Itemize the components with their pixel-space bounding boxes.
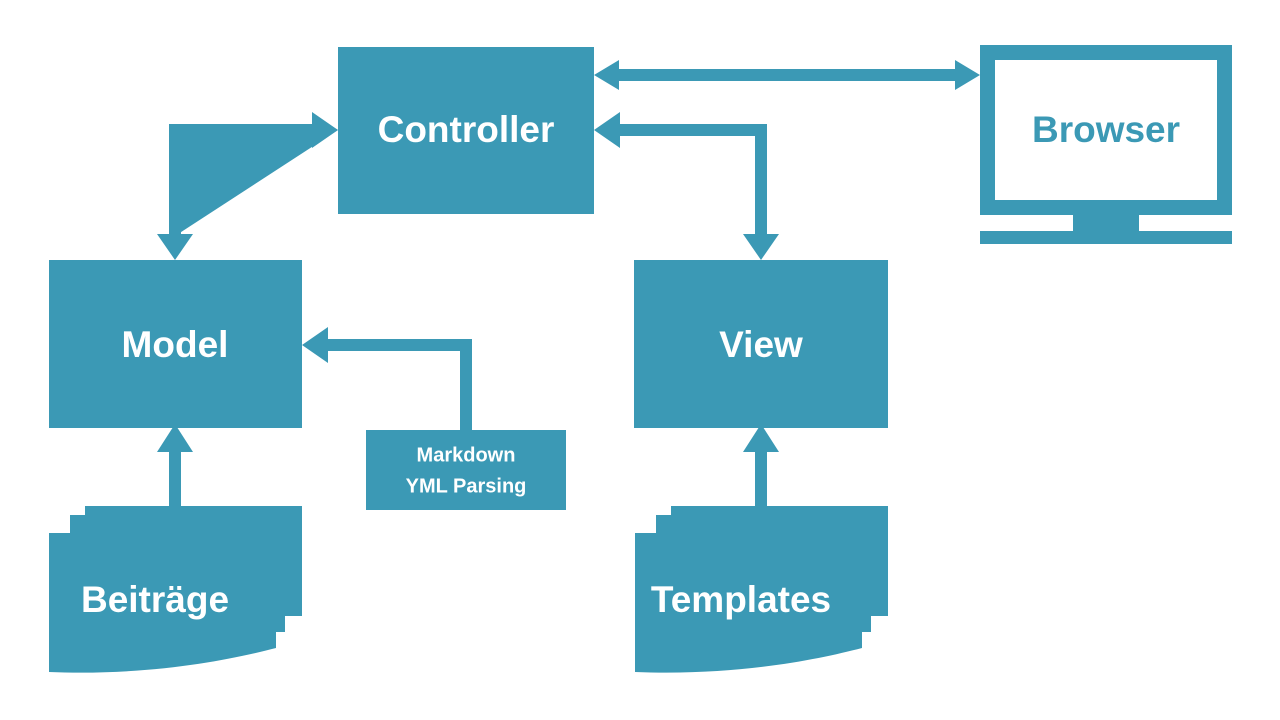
connector-beitraege-model — [157, 424, 193, 520]
parsing-label-line2: YML Parsing — [406, 475, 527, 497]
parsing-box[interactable] — [366, 430, 566, 510]
view-label: View — [719, 324, 803, 365]
browser-screen — [995, 60, 1217, 200]
node-templates[interactable]: Templates — [635, 506, 888, 673]
connector-view-controller — [594, 112, 779, 260]
beitraege-shape[interactable] — [49, 506, 302, 673]
connector-controller-model — [157, 112, 338, 260]
templates-shape[interactable] — [635, 506, 888, 673]
model-label: Model — [122, 324, 229, 365]
node-model[interactable]: Model — [49, 260, 302, 428]
controller-label: Controller — [378, 109, 555, 150]
templates-label: Templates — [651, 579, 831, 620]
node-view[interactable]: View — [634, 260, 888, 428]
node-beitraege[interactable]: Beiträge — [49, 506, 302, 673]
node-controller[interactable]: Controller — [338, 47, 594, 214]
connector-templates-view — [743, 424, 779, 520]
parsing-label-line1: Markdown — [417, 444, 516, 466]
node-browser[interactable]: Browser — [980, 45, 1232, 244]
node-parsing[interactable]: Markdown YML Parsing — [366, 430, 566, 510]
connector-parsing-model — [302, 327, 472, 430]
controller-box[interactable] — [338, 47, 594, 214]
view-box[interactable] — [634, 260, 888, 428]
connector-controller-browser — [594, 60, 980, 90]
browser-stand-neck — [1073, 215, 1139, 231]
beitraege-label: Beiträge — [81, 579, 229, 620]
browser-label: Browser — [1032, 109, 1180, 150]
model-box[interactable] — [49, 260, 302, 428]
browser-stand-base — [980, 231, 1232, 244]
